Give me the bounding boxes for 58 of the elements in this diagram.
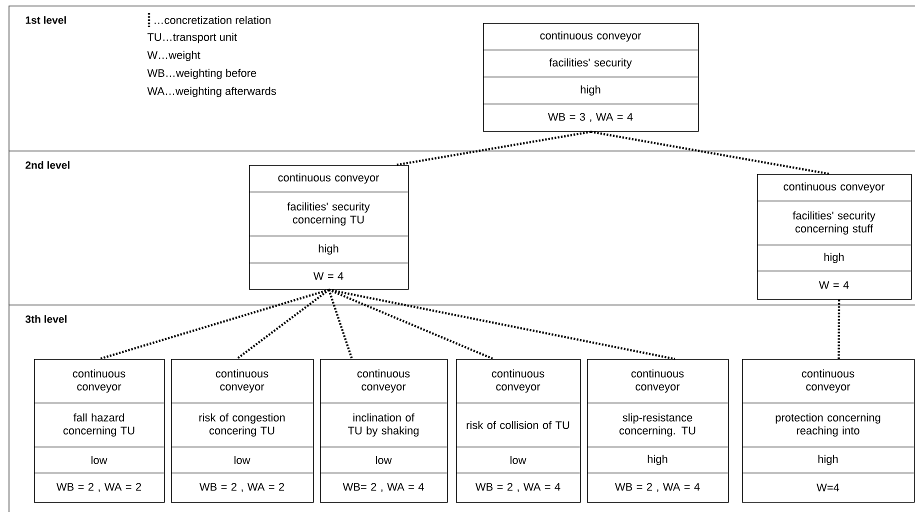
box-text: high [824,252,844,264]
table-box [742,359,915,503]
table-box [482,23,699,132]
box-text: fall hazard concerning TU [63,413,134,437]
table-box [170,359,314,503]
box-text: W = 4 [313,272,344,280]
table-box [586,359,729,503]
box-text: high [818,454,838,466]
box-text: WB= 2 , WA = 4 [342,482,424,492]
box-text: low [234,456,250,464]
box-text: continuous conveyor [784,182,885,193]
abbreviation-text: WA…weighting afterwards [147,86,276,98]
abbreviation-text: W…weight [147,50,200,62]
box-text: continuous conveyor [357,369,410,393]
table-box [756,174,912,300]
table-box [320,359,448,503]
box-text: W = 4 [818,281,849,289]
box-text: risk of collision of TU [466,420,570,430]
box-text: high [648,454,668,466]
box-text: WB = 2 , WA = 4 [475,482,560,492]
box-text: facilities' security concerning TU [287,202,370,226]
box-text: low [510,456,526,464]
dotted-connector [99,288,330,360]
box-text: risk of congestion concering TU [199,413,285,437]
dotted-connector [328,288,494,360]
box-text: WB = 2 , WA = 2 [199,482,284,492]
box-text: continuous conveyor [540,31,642,42]
dotted-connector [328,288,676,360]
box-text: WB = 2 , WA = 2 [56,482,142,492]
box-text: facilities' security [549,58,632,69]
abbreviation-text: WB…weighting before [147,68,256,80]
dotted-connector [590,130,830,176]
box-text: continuous conveyor [631,369,684,393]
box-text: W=4 [816,484,840,492]
box-text: continuous conveyor [72,369,126,393]
box-text: continuous conveyor [278,173,380,184]
dotted-connector [838,300,840,360]
dotted-connector [236,288,330,360]
box-text: WB = 2 , WA = 4 [614,482,700,492]
dotted-connector [328,289,353,360]
box-text: slip-resistance concerning. TU [619,413,696,437]
box-text: facilities' security concerning stuff [792,211,876,235]
box-text: protection concerning reaching into [776,413,880,437]
box-text: WB = 3 , WA = 4 [548,112,633,122]
box-text: low [376,456,392,464]
legend-text: …concretization relation [154,16,270,24]
box-text: continuous conveyor [492,369,544,393]
table-box [34,359,165,503]
table-box [456,359,581,503]
dotted-connector [396,130,592,166]
box-text: high [318,244,338,255]
box-text: continuous conveyor [216,369,268,393]
table-box [248,165,409,290]
box-text: continuous conveyor [802,369,854,393]
box-text: high [580,85,600,96]
box-text: inclination of TU by shaking [348,413,419,437]
box-text: low [92,456,108,464]
abbreviation-text: TU…transport unit [147,32,237,44]
